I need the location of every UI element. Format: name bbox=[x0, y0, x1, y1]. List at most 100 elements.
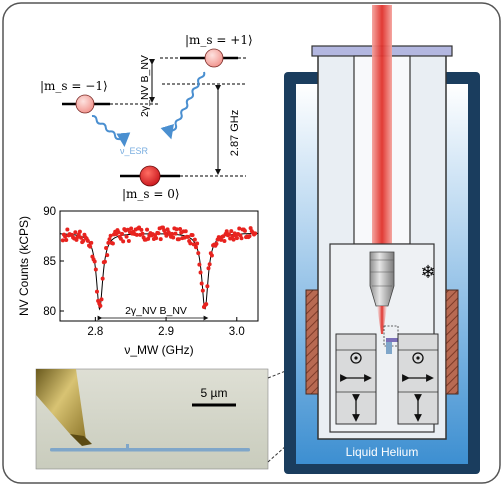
data-point bbox=[192, 237, 197, 242]
data-point bbox=[107, 237, 112, 242]
scale-bar-label: 5 µm bbox=[201, 386, 228, 400]
data-point bbox=[193, 245, 198, 250]
data-point bbox=[183, 229, 188, 234]
data-point bbox=[158, 237, 163, 242]
data-point bbox=[197, 262, 202, 267]
label-esr: ν_ESR bbox=[120, 146, 149, 156]
data-point bbox=[198, 270, 203, 275]
label-zfs: 2.87 GHz bbox=[229, 110, 241, 156]
y-tick-label: 80 bbox=[43, 306, 56, 318]
data-points bbox=[60, 225, 258, 309]
data-point bbox=[77, 229, 82, 234]
data-point bbox=[104, 246, 109, 251]
state-plus1-ball bbox=[204, 48, 224, 68]
data-point bbox=[204, 302, 209, 307]
data-point bbox=[63, 234, 68, 239]
data-point bbox=[124, 234, 129, 239]
data-point bbox=[176, 237, 181, 242]
x-tick-label: 2.8 bbox=[87, 326, 103, 338]
data-point bbox=[88, 244, 93, 249]
data-point bbox=[205, 284, 210, 289]
data-point bbox=[230, 234, 235, 239]
data-point bbox=[89, 240, 94, 245]
data-point bbox=[190, 233, 195, 238]
data-point bbox=[226, 232, 231, 237]
data-point bbox=[224, 229, 229, 234]
data-point bbox=[174, 227, 179, 232]
data-point bbox=[253, 231, 258, 236]
label-zeeman: 2γ_NV B_NV bbox=[139, 55, 151, 117]
splitting-label: 2γ_NV B_NV bbox=[125, 305, 187, 317]
probe-photo: 5 µm bbox=[35, 368, 269, 470]
esr-wave-left bbox=[91, 114, 131, 147]
data-point bbox=[156, 231, 161, 236]
data-point bbox=[171, 235, 176, 240]
data-point bbox=[207, 262, 212, 267]
cantilever bbox=[50, 448, 250, 452]
objective bbox=[369, 251, 395, 307]
data-point bbox=[140, 231, 145, 236]
data-point bbox=[247, 234, 252, 239]
laser-beam bbox=[372, 5, 392, 248]
data-point bbox=[120, 231, 125, 236]
state-minus1-ball bbox=[75, 94, 95, 114]
data-point bbox=[200, 288, 205, 293]
data-point bbox=[195, 241, 200, 246]
data-point bbox=[93, 267, 98, 272]
data-point bbox=[214, 241, 219, 246]
magnet-left bbox=[305, 289, 319, 395]
data-point bbox=[94, 289, 99, 294]
data-point bbox=[231, 237, 236, 242]
x-axis-label: ν_MW (GHz) bbox=[124, 343, 193, 357]
data-point bbox=[65, 227, 70, 232]
data-point bbox=[129, 226, 134, 231]
out-of-plane-icon-left bbox=[354, 356, 358, 360]
data-point bbox=[178, 226, 183, 231]
data-point bbox=[145, 227, 150, 232]
tip-holder bbox=[36, 369, 86, 444]
data-point bbox=[239, 236, 244, 241]
liquid-helium-label: Liquid Helium bbox=[346, 445, 419, 459]
cryostat: ❄ Liquid Helium bbox=[284, 5, 480, 474]
label-ms-plus1: |m_s = +1⟩ bbox=[185, 33, 253, 47]
data-point bbox=[222, 238, 227, 243]
focused-beam bbox=[377, 306, 387, 334]
data-point bbox=[199, 281, 204, 286]
data-point bbox=[209, 253, 214, 258]
data-point bbox=[188, 241, 193, 246]
data-point bbox=[234, 236, 239, 241]
label-ms-zero: |m_s = 0⟩ bbox=[122, 187, 180, 201]
x-tick-label: 3.0 bbox=[229, 326, 245, 338]
data-point bbox=[99, 297, 104, 302]
snowflake-icon: ❄ bbox=[420, 262, 435, 282]
label-ms-minus1: |m_s = −1⟩ bbox=[40, 79, 108, 93]
data-point bbox=[191, 242, 196, 247]
data-point bbox=[242, 228, 247, 233]
data-point bbox=[186, 234, 191, 239]
data-point bbox=[121, 239, 126, 244]
data-point bbox=[206, 266, 211, 271]
x-tick-label: 2.9 bbox=[158, 326, 174, 338]
y-tick-label: 85 bbox=[43, 256, 56, 268]
data-point bbox=[81, 238, 86, 243]
data-point bbox=[79, 235, 84, 240]
zoom-box bbox=[383, 325, 399, 347]
data-point bbox=[73, 230, 78, 235]
data-point bbox=[118, 236, 123, 241]
data-point bbox=[110, 241, 115, 246]
state-zero-ball bbox=[139, 165, 161, 187]
data-point bbox=[126, 239, 131, 243]
energy-level-diagram: |m_s = +1⟩ |m_s = −1⟩ |m_s = 0⟩ 2γ_NV B_… bbox=[40, 33, 253, 201]
data-point bbox=[105, 253, 110, 258]
data-point bbox=[154, 236, 159, 241]
data-point bbox=[146, 236, 151, 241]
data-point bbox=[170, 231, 175, 236]
data-point bbox=[196, 251, 201, 256]
y-axis-label: NV Counts (kCPS) bbox=[17, 216, 31, 316]
data-point bbox=[102, 259, 107, 264]
magnet-right bbox=[445, 289, 459, 395]
data-point bbox=[237, 226, 242, 231]
